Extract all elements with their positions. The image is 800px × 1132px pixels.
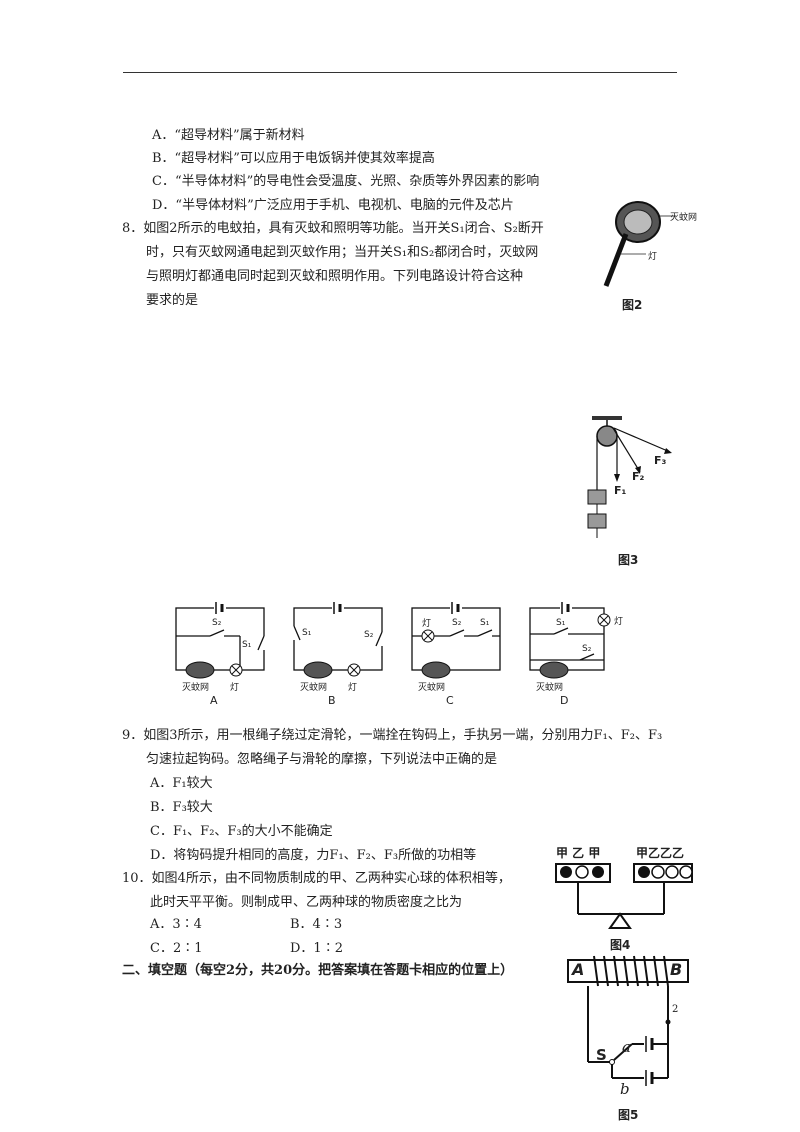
circuit-c-label-2: S₂: [452, 618, 462, 628]
header-rule: [123, 72, 677, 73]
figure-2: 灭蚊网 灯: [598, 198, 708, 298]
fig3-f3-label: F₃: [654, 454, 667, 467]
fig4-caption: 图4: [610, 938, 631, 952]
q10-option-c: C．2∶1: [150, 941, 203, 956]
circuit-a-label-3: 灭蚊网: [182, 683, 210, 693]
fig5-a-pole: A: [572, 960, 585, 979]
mosquito-swatter-illustration: [603, 201, 676, 287]
fig3-caption: 图3: [618, 553, 639, 567]
q10-option-d: D．1∶2: [290, 941, 343, 956]
section-2-heading: 二、填空题（每空2分，共20分。把答案填在答题卡相应的位置上）: [122, 963, 514, 978]
q9-option-a: A．F₁较大: [150, 776, 213, 791]
fig5-switch-label: S: [596, 1046, 607, 1064]
q10-option-b: B．4∶3: [290, 917, 343, 932]
fig2-caption: 图2: [622, 298, 643, 312]
fig4-left-label: 甲 乙 甲: [556, 846, 601, 860]
circuit-b-label-2: S₂: [364, 630, 374, 640]
circuit-a-label-1: S₂: [212, 618, 222, 628]
electromagnet-circuit-illustration: [567, 955, 689, 1086]
fig5-terminal-2: 2: [672, 1004, 679, 1015]
circuit-c-letter: C: [446, 694, 454, 707]
circuit-d-letter: D: [560, 694, 569, 707]
q10-option-a: A．3∶4: [150, 917, 202, 932]
q9-option-b: B．F₃较大: [150, 800, 213, 815]
fig5-b-pole: B: [670, 960, 683, 979]
circuit-a-label-4: 灯: [230, 683, 240, 693]
figure-4: 甲 乙 甲 甲乙乙乙: [552, 844, 696, 940]
circuit-d-label-4: 灭蚊网: [536, 683, 564, 693]
circuit-b-diagram: [290, 602, 386, 679]
circuit-d-label-1: S₁: [556, 618, 566, 628]
q8-line-1: 8．如图2所示的电蚊拍，具有灭蚊和照明等功能。当开关S₁闭合、S₂断开: [122, 221, 544, 236]
circuit-c-label-1: 灯: [422, 619, 432, 629]
q8-line-3: 与照明灯都通电同时起到灭蚊和照明作用。下列电路设计符合这种: [146, 269, 524, 284]
circuit-option-c[interactable]: 灯 S₂ S₁ 灭蚊网 C: [406, 596, 506, 710]
fig2-lamp-label: 灯: [648, 252, 658, 262]
fig5-contact-a: a: [622, 1038, 631, 1056]
circuit-b-label-3: 灭蚊网: [300, 683, 328, 693]
q8-line-4: 要求的是: [146, 293, 199, 308]
figure-5: A B S a b 2: [566, 952, 696, 1104]
fig2-net-label: 灭蚊网: [670, 213, 698, 223]
q7-option-d: D．“半导体材料”广泛应用于手机、电视机、电脑的元件及芯片: [152, 198, 514, 213]
circuit-b-label-1: S₁: [302, 628, 312, 638]
q8-line-2: 时，只有灭蚊网通电起到灭蚊作用；当开关S₁和S₂都闭合时，灭蚊网: [146, 245, 539, 260]
q10-line-1: 10．如图4所示，由不同物质制成的甲、乙两种实心球的体积相等，: [122, 871, 511, 886]
pulley-illustration: [587, 416, 672, 538]
fig5-caption: 图5: [618, 1108, 639, 1122]
q10-line-2: 此时天平平衡。则制成甲、乙两种球的物质密度之比为: [150, 895, 463, 910]
q7-option-b: B．“超导材料”可以应用于电饭锅并使其效率提高: [152, 151, 435, 166]
figure-3: F₃ F₂ F₁: [580, 412, 680, 552]
circuit-c-label-3: S₁: [480, 618, 490, 628]
balance-illustration: [555, 863, 693, 929]
fig5-contact-b: b: [620, 1080, 630, 1098]
fig3-f2-label: F₂: [632, 470, 645, 483]
q9-line-1: 9．如图3所示，用一根绳子绕过定滑轮，一端拴在钩码上，手执另一端，分别用力F₁、…: [122, 728, 663, 743]
q9-line-2: 匀速拉起钩码。忽略绳子与滑轮的摩擦，下列说法中正确的是: [146, 752, 498, 767]
fig4-right-label: 甲乙乙乙: [636, 846, 685, 860]
circuit-option-d[interactable]: S₁ 灯 S₂ 灭蚊网 D: [524, 596, 630, 710]
circuit-option-a[interactable]: S₂ S₁ 灭蚊网 灯 A: [170, 596, 270, 710]
circuit-a-diagram: [175, 602, 268, 679]
circuit-d-diagram: [529, 602, 611, 679]
circuit-d-label-2: 灯: [614, 617, 624, 627]
fig3-f1-label: F₁: [614, 484, 627, 497]
circuit-b-letter: B: [328, 694, 336, 707]
q8-circuit-options: S₂ S₁ 灭蚊网 灯 A S₁ S₂ 灭蚊网 灯 B: [170, 596, 630, 710]
circuit-c-diagram: [411, 602, 501, 679]
q7-option-a: A．“超导材料”属于新材料: [152, 128, 305, 143]
circuit-a-letter: A: [210, 694, 218, 707]
circuit-option-b[interactable]: S₁ S₂ 灭蚊网 灯 B: [288, 596, 388, 710]
circuit-b-label-4: 灯: [348, 683, 358, 693]
q7-option-c: C．“半导体材料”的导电性会受温度、光照、杂质等外界因素的影响: [152, 174, 540, 189]
circuit-d-label-3: S₂: [582, 644, 592, 654]
circuit-a-label-2: S₁: [242, 640, 252, 650]
q9-option-d: D．将钩码提升相同的高度，力F₁、F₂、F₃所做的功相等: [150, 848, 477, 863]
circuit-c-label-4: 灭蚊网: [418, 683, 446, 693]
q9-option-c: C．F₁、F₂、F₃的大小不能确定: [150, 824, 333, 839]
